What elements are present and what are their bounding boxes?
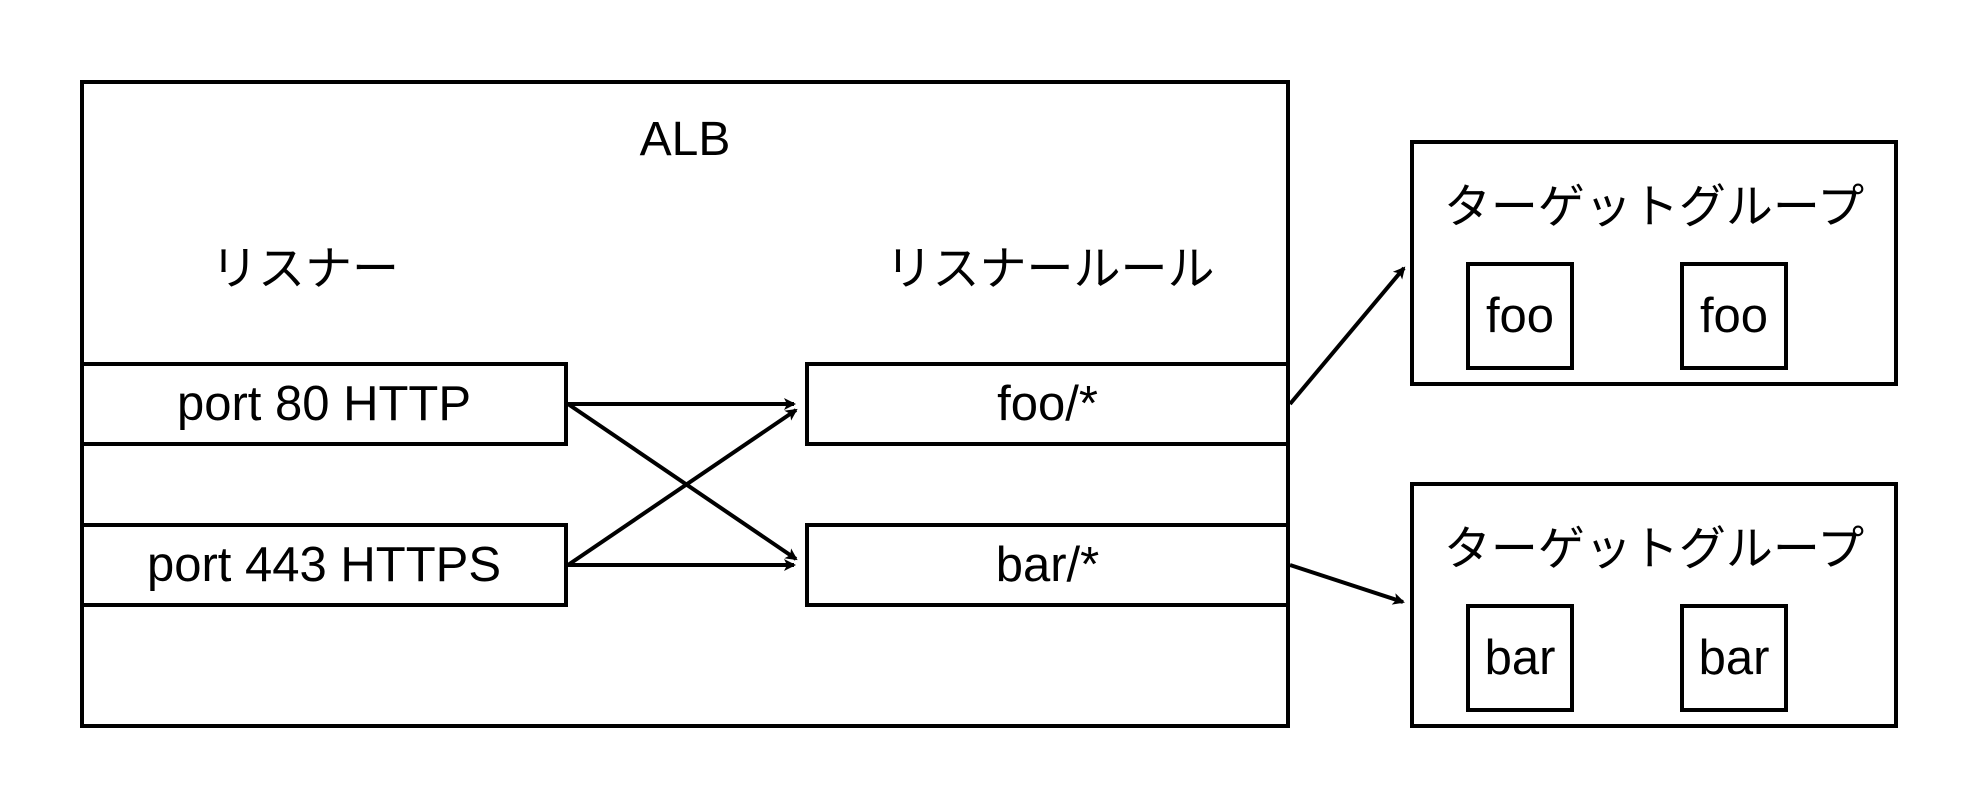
alb-title: ALB [639, 113, 731, 166]
arrow-80-to-bar [566, 402, 798, 561]
target-group-title: ターゲットグループ [1443, 522, 1865, 577]
listener-label: port 80 HTTP [176, 377, 472, 431]
target-label: bar [1698, 631, 1770, 685]
target-label: foo [1699, 289, 1769, 343]
listener-label: port 443 HTTPS [146, 538, 502, 592]
rule-label: foo/* [997, 377, 1098, 431]
target-group-title: ターゲットグループ [1443, 180, 1865, 235]
arrow-foo-to-target-group [1288, 266, 1406, 406]
target-bar-2: bar [1680, 604, 1788, 712]
listener-port-80: port 80 HTTP [80, 362, 568, 446]
target-label: foo [1485, 289, 1555, 343]
target-bar-1: bar [1466, 604, 1574, 712]
rule-label: bar/* [995, 538, 1100, 592]
rule-foo: foo/* [805, 362, 1290, 446]
rules-heading: リスナールール [885, 242, 1215, 297]
arrow-bar-to-target-group [1289, 563, 1405, 605]
listeners-heading: リスナー [211, 242, 399, 297]
arrow-443-to-foo [566, 408, 798, 567]
listener-port-443: port 443 HTTPS [80, 523, 568, 607]
target-foo-1: foo [1466, 262, 1574, 370]
target-foo-2: foo [1680, 262, 1788, 370]
target-label: bar [1484, 631, 1556, 685]
rule-bar: bar/* [805, 523, 1290, 607]
